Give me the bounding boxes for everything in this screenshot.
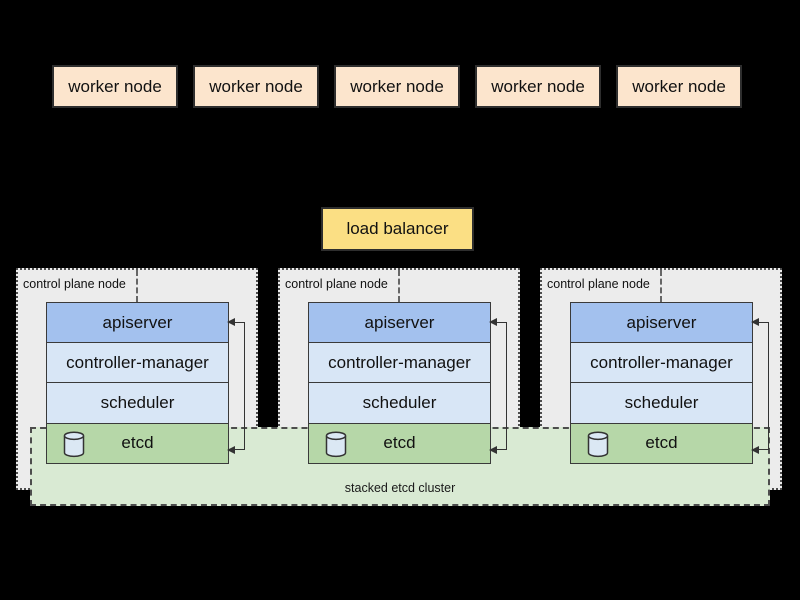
- control-plane-node-label: control plane node: [23, 277, 126, 291]
- arrow-into-etcd-icon: [227, 446, 235, 455]
- etcd-box: etcd: [46, 422, 229, 464]
- database-cylinder-icon: [587, 430, 609, 457]
- apiserver-box: apiserver: [46, 302, 229, 343]
- worker-node-box: worker node: [616, 65, 742, 108]
- worker-node-box: worker node: [334, 65, 460, 108]
- load-balancer-connector-dashed-line: [136, 270, 138, 302]
- controller-manager-label: controller-manager: [66, 352, 209, 372]
- control-plane-node-content: control plane node apiserver controller-…: [540, 268, 782, 490]
- database-cylinder-icon: [63, 430, 85, 457]
- database-cylinder-icon: [325, 430, 347, 457]
- load-balancer-label: load balancer: [346, 219, 449, 238]
- load-balancer-box: load balancer: [321, 207, 474, 251]
- worker-node-box: worker node: [193, 65, 319, 108]
- component-stack: apiserver controller-manager scheduler e…: [570, 302, 753, 464]
- arrow-into-etcd-icon: [751, 446, 759, 455]
- etcd-label: etcd: [645, 433, 678, 452]
- controller-manager-box: controller-manager: [46, 341, 229, 384]
- apiserver-etcd-arrow-bracket: [751, 317, 769, 455]
- component-stack: apiserver controller-manager scheduler e…: [308, 302, 491, 464]
- load-balancer-connector-dashed-line: [660, 270, 662, 302]
- controller-manager-box: controller-manager: [308, 341, 491, 384]
- scheduler-label: scheduler: [624, 393, 699, 412]
- scheduler-box: scheduler: [46, 382, 229, 424]
- worker-node-label: worker node: [632, 76, 726, 96]
- apiserver-etcd-arrow-bracket: [489, 317, 507, 455]
- apiserver-label: apiserver: [364, 312, 435, 332]
- control-plane-node-content: control plane node apiserver controller-…: [16, 268, 258, 490]
- control-plane-node-label: control plane node: [285, 277, 388, 291]
- controller-manager-box: controller-manager: [570, 341, 753, 384]
- apiserver-etcd-arrow-bracket: [227, 317, 245, 455]
- apiserver-box: apiserver: [570, 302, 753, 343]
- arrow-into-apiserver-icon: [227, 317, 235, 326]
- worker-node-label: worker node: [350, 76, 444, 96]
- worker-node-label: worker node: [491, 76, 585, 96]
- scheduler-box: scheduler: [570, 382, 753, 424]
- etcd-box: etcd: [308, 422, 491, 464]
- arrow-into-apiserver-icon: [489, 317, 497, 326]
- arrow-into-apiserver-icon: [751, 317, 759, 326]
- controller-manager-label: controller-manager: [328, 352, 471, 372]
- scheduler-label: scheduler: [100, 393, 175, 412]
- controller-manager-label: controller-manager: [590, 352, 733, 372]
- worker-node-label: worker node: [209, 76, 303, 96]
- arrow-into-etcd-icon: [489, 446, 497, 455]
- control-plane-node-label: control plane node: [547, 277, 650, 291]
- etcd-label: etcd: [383, 433, 416, 452]
- load-balancer-connector-dashed-line: [398, 270, 400, 302]
- etcd-box: etcd: [570, 422, 753, 464]
- control-plane-node-content: control plane node apiserver controller-…: [278, 268, 520, 490]
- scheduler-label: scheduler: [362, 393, 437, 412]
- etcd-label: etcd: [121, 433, 154, 452]
- worker-node-label: worker node: [68, 76, 162, 96]
- worker-node-box: worker node: [475, 65, 601, 108]
- worker-node-box: worker node: [52, 65, 178, 108]
- component-stack: apiserver controller-manager scheduler e…: [46, 302, 229, 464]
- scheduler-box: scheduler: [308, 382, 491, 424]
- apiserver-label: apiserver: [626, 312, 697, 332]
- apiserver-box: apiserver: [308, 302, 491, 343]
- stacked-etcd-cluster-label: stacked etcd cluster: [344, 481, 456, 495]
- apiserver-label: apiserver: [102, 312, 173, 332]
